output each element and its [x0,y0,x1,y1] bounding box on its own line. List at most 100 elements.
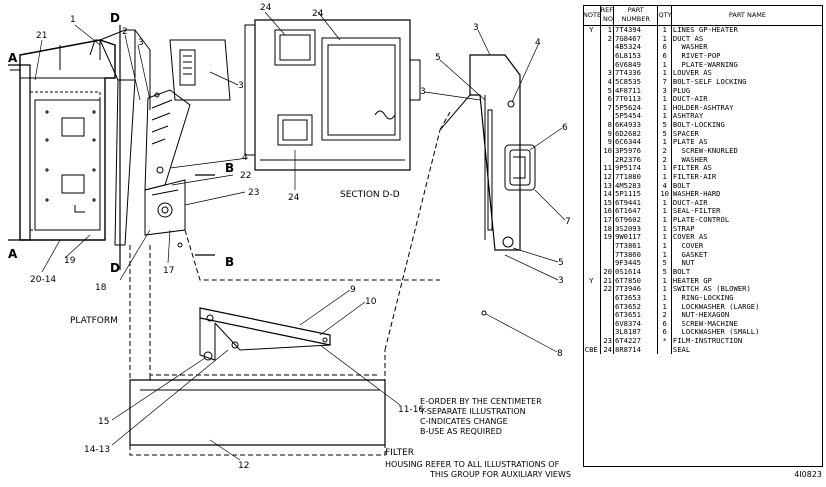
section-labels: SECTION D-D PLATFORM FILTER A A D D B B [8,11,414,458]
cell-part-number: 6T7850 [613,276,659,286]
cell-part-name: LOUVER AS [672,69,712,78]
cell-ref: 11 [600,164,615,173]
cell-part-name: BOLT [672,181,691,190]
cell-ref [600,250,615,260]
cell-part-name: PLATE-CONTROL [672,216,730,225]
callout-3: 3 [420,87,426,97]
cell-part-number: 7T4394 [613,25,659,35]
cell-part-number: 4B5324 [613,43,659,52]
cell-qty: 5 [657,259,672,268]
cell-qty: 1 [657,103,672,113]
cell-part-number: 4F8711 [613,86,659,96]
cell-note [583,121,601,130]
cell-part-number: 6T9602 [613,216,659,225]
cell-ref: 23 [600,337,615,346]
cell-qty: 1 [657,138,672,147]
cell-qty: 1 [657,302,672,312]
cell-qty: 5 [657,121,672,130]
cell-part-name: BOLT-LOCKING [672,121,725,130]
cell-qty: 4 [657,181,672,191]
cell-ref: 10 [600,146,615,156]
cell-part-name: GASKET [672,250,708,259]
cell-note [583,216,601,225]
cell-qty: 2 [657,146,672,156]
cell-note [583,190,601,199]
cell-ref [600,112,615,122]
arrow-b-top: B [225,161,234,175]
cell-ref [600,60,615,70]
cell-note [583,86,601,96]
note-line: E-ORDER BY THE CENTIMETER [420,397,542,406]
cell-note [583,224,601,234]
housing-note: HOUSING REFER TO ALL ILLUSTRATIONS OF TH… [385,460,571,480]
cell-note [583,138,601,147]
cell-part-name: HEATER GP [672,276,712,285]
callout-12: 12 [238,461,249,471]
section-dd-view [244,19,421,171]
cell-note [583,172,601,182]
cell-ref: 17 [600,216,615,225]
cell-note [583,51,601,61]
callout-8: 8 [557,349,563,359]
callout-24: 24 [288,193,300,203]
cell-note [583,267,601,277]
cell-qty: 1 [657,164,672,173]
cell-ref [600,293,615,303]
arrow-d-top: D [110,11,120,25]
callout-3: 3 [558,276,564,286]
callout-9: 9 [350,285,356,295]
cell-ref: 2 [600,34,615,44]
cell-note [583,302,601,312]
cell-qty: 3 [657,86,672,96]
callout-6: 6 [562,123,568,133]
cell-part-name: PLATE-WARNING [672,60,738,69]
cell-part-name: PLUG [672,86,691,95]
cell-ref [600,259,615,268]
cell-qty: 1 [657,172,672,182]
cell-note [583,60,601,70]
cell-part-name: SEAL-FILTER [672,207,721,216]
filter-housing [129,375,386,446]
section-arrows [8,25,215,270]
section-dd-label: SECTION D-D [340,190,400,200]
cell-qty: 1 [657,25,672,35]
cell-note [583,250,601,260]
header-qty: QTY [657,5,672,26]
note-line: HOUSING REFER TO ALL ILLUSTRATIONS OF [385,460,560,469]
filter-label: FILTER [385,448,414,458]
cell-note [583,95,601,104]
cell-part-number: 6L8153 [613,51,659,61]
duct-2 [99,29,151,246]
callout-3: 3 [238,81,244,91]
cell-note [583,112,601,122]
cell-note [583,146,601,156]
cell-part-number: 4M5283 [613,181,659,191]
cell-part-number: 6V8374 [613,319,659,329]
cell-ref: 9 [600,138,615,147]
cell-part-number: 5P5454 [613,112,659,122]
cell-part-number: 0S1614 [613,267,659,277]
cell-part-name: FILM-INSTRUCTION [672,337,743,346]
cell-part-name: LOCKWASHER (LARGE) [672,302,760,311]
cell-part-number: 9P5174 [613,164,659,173]
cell-part-name: NUT-HEXAGON [672,311,730,320]
